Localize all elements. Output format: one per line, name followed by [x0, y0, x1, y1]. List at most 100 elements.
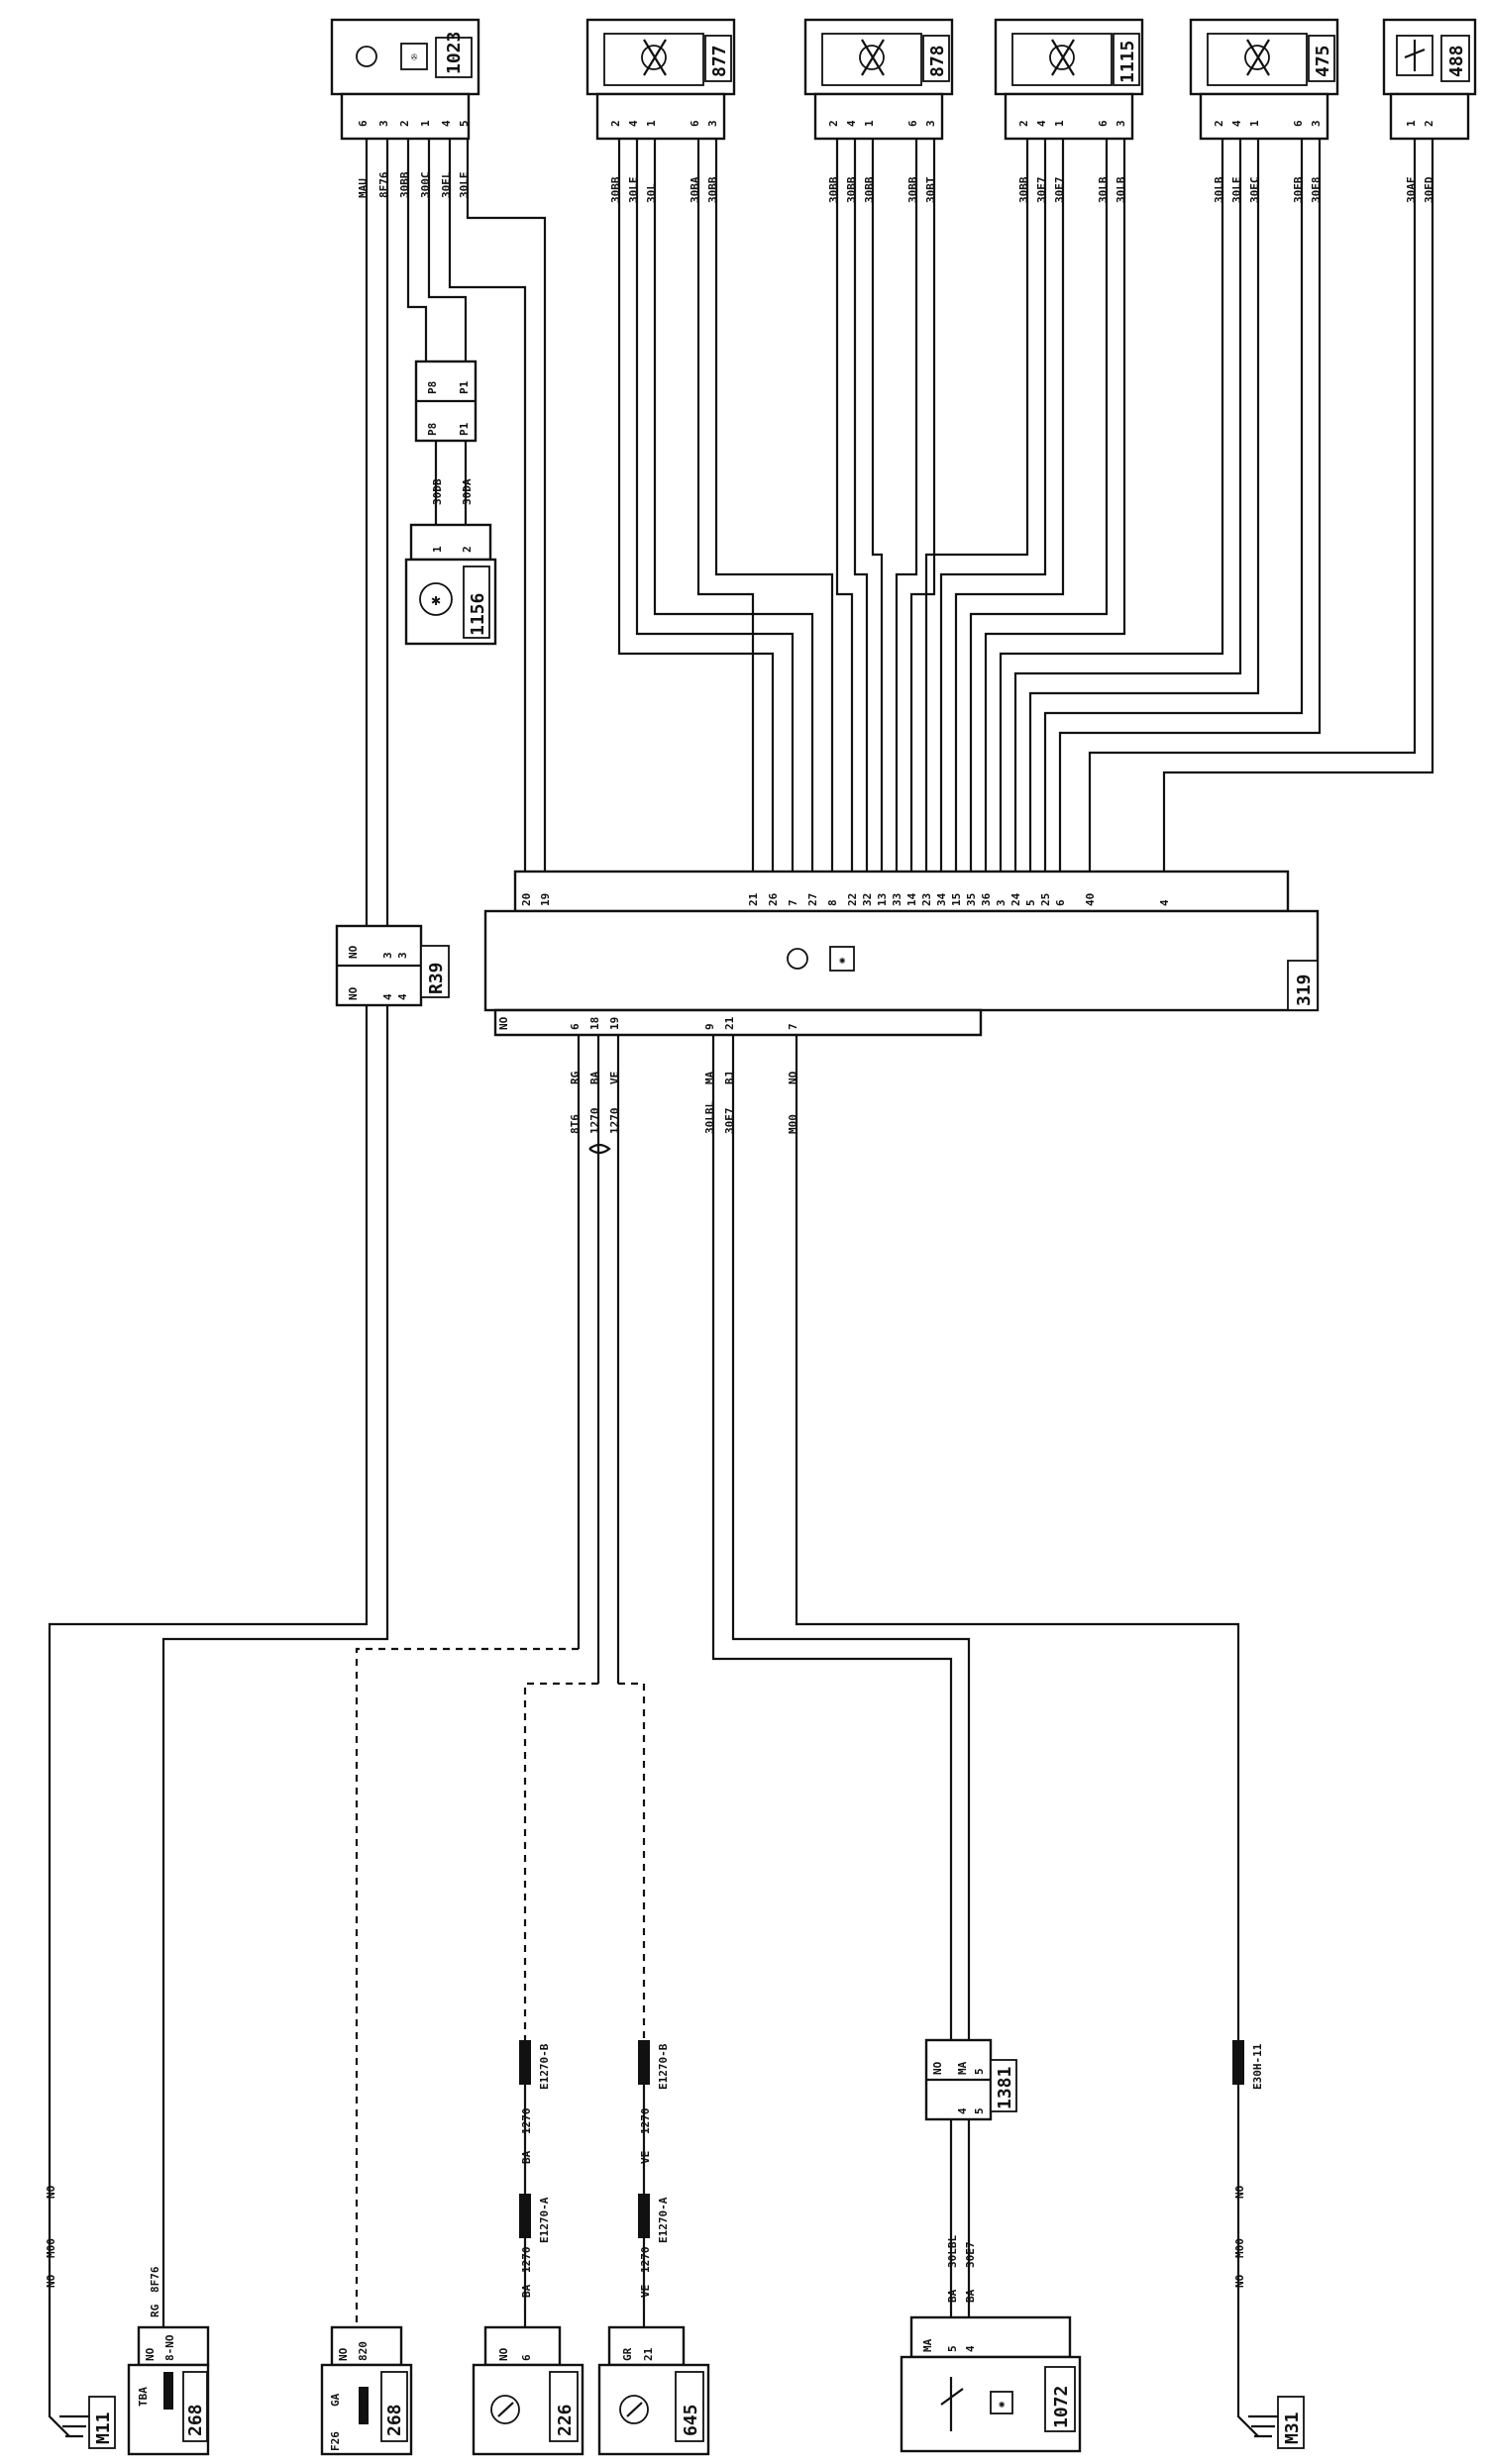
pin-label: 6	[357, 120, 370, 127]
svg-text:BA: BA	[520, 2150, 533, 2164]
svg-text:3: 3	[995, 899, 1008, 906]
fan-icon: ✱	[431, 590, 441, 609]
svg-text:8-NO: 8-NO	[163, 2334, 176, 2361]
sun-icon: ✺	[999, 2398, 1006, 2411]
pin-label: 3	[377, 120, 390, 127]
wires-top	[365, 139, 1434, 926]
svg-text:2: 2	[827, 120, 840, 127]
svg-text:2: 2	[461, 546, 474, 553]
connector-1381: NO MA 5 4 5 1381	[924, 2038, 1017, 2121]
svg-text:4: 4	[1230, 120, 1243, 127]
svg-text:4: 4	[627, 120, 640, 127]
svg-text:E1270-A: E1270-A	[538, 2197, 551, 2243]
svg-text:6: 6	[906, 120, 919, 127]
svg-text:4: 4	[1158, 899, 1171, 906]
svg-text:32: 32	[861, 893, 874, 906]
svg-text:BA: BA	[520, 2284, 533, 2298]
svg-text:2: 2	[609, 120, 622, 127]
svg-text:5: 5	[973, 2068, 986, 2075]
svg-text:NO: NO	[144, 2347, 157, 2361]
ecu-top-pins: 20 19 21 26 7 27 8 22 32 13 33 14 23 34 …	[520, 892, 1171, 906]
ground-m31: NO M00 M31	[1233, 2238, 1305, 2449]
svg-text:2: 2	[1017, 120, 1030, 127]
svg-text:F26: F26	[329, 2431, 342, 2451]
fan-icon: ✇	[411, 51, 418, 63]
svg-text:1270: 1270	[639, 2108, 652, 2135]
pin-label: 4	[440, 120, 453, 127]
ground-m11: NO M00 M11	[45, 2238, 116, 2449]
svg-text:20: 20	[520, 893, 533, 906]
svg-text:M00: M00	[1233, 2238, 1246, 2258]
svg-text:TBA: TBA	[137, 2387, 150, 2407]
svg-text:P1: P1	[458, 422, 471, 436]
svg-text:19: 19	[608, 1017, 621, 1030]
svg-text:NO: NO	[45, 2185, 57, 2199]
component-877: 877	[585, 18, 736, 141]
splices: E1270-B E1270-A E1270-B E1270-A E30H-11	[519, 2040, 1264, 2243]
component-1156: 1 2 ✱ 1156	[404, 523, 497, 646]
component-488-id: 488	[1446, 45, 1467, 77]
svg-text:1270: 1270	[520, 2108, 533, 2135]
svg-text:319: 319	[1294, 974, 1315, 1006]
svg-text:M00: M00	[45, 2238, 57, 2258]
svg-text:4: 4	[1035, 120, 1048, 127]
svg-text:NO: NO	[337, 2347, 350, 2361]
svg-text:1270: 1270	[639, 2247, 652, 2274]
svg-text:NO: NO	[347, 945, 360, 959]
svg-text:22: 22	[846, 893, 859, 906]
svg-text:4: 4	[396, 993, 409, 1000]
svg-text:M31: M31	[1282, 2412, 1303, 2444]
component-226: NO 6 226	[472, 2317, 584, 2456]
svg-text:4: 4	[381, 993, 394, 1000]
svg-text:P1: P1	[458, 380, 471, 394]
svg-text:14: 14	[905, 892, 918, 906]
svg-text:1: 1	[431, 546, 444, 553]
svg-text:RG: RG	[149, 2304, 161, 2317]
svg-text:21: 21	[642, 2347, 655, 2361]
svg-text:5: 5	[946, 2345, 959, 2352]
svg-text:36: 36	[980, 892, 993, 906]
svg-text:34: 34	[935, 892, 948, 906]
connector-r39: NO 3 3 NO 4 4 R39	[335, 924, 450, 1007]
svg-text:P8: P8	[426, 381, 439, 394]
svg-text:8F76: 8F76	[149, 2266, 161, 2293]
pin-label: 1	[419, 120, 432, 127]
svg-text:27: 27	[806, 893, 819, 906]
svg-text:9: 9	[703, 1023, 716, 1030]
component-877-id: 877	[709, 45, 730, 77]
svg-text:4: 4	[845, 120, 858, 127]
ecu-319: ✺ 319	[483, 870, 1320, 1037]
svg-text:NO: NO	[931, 2061, 944, 2075]
svg-text:NO: NO	[45, 2274, 57, 2288]
svg-text:1270: 1270	[520, 2247, 533, 2274]
svg-text:226: 226	[555, 2404, 576, 2436]
svg-text:E1270-B: E1270-B	[657, 2043, 670, 2090]
wires-bottom	[48, 1005, 1240, 2327]
svg-text:40: 40	[1084, 893, 1097, 906]
component-645: GR 21 645	[597, 2317, 710, 2456]
svg-text:GA: GA	[329, 2393, 342, 2407]
svg-text:1: 1	[1053, 120, 1066, 127]
svg-text:1: 1	[1405, 120, 1418, 127]
svg-text:268: 268	[384, 2404, 405, 2436]
svg-text:NO: NO	[497, 2347, 510, 2361]
component-475: 475	[1189, 18, 1339, 141]
svg-text:15: 15	[950, 893, 963, 906]
svg-text:7: 7	[787, 899, 799, 906]
svg-text:4: 4	[964, 2345, 977, 2352]
svg-text:BA: BA	[964, 2289, 977, 2303]
svg-text:30DB: 30DB	[431, 478, 444, 505]
svg-text:5: 5	[973, 2107, 986, 2114]
svg-text:1: 1	[645, 120, 658, 127]
svg-text:35: 35	[965, 893, 978, 906]
svg-text:2: 2	[1213, 120, 1225, 127]
svg-text:1: 1	[1248, 120, 1261, 127]
top-pin-labels: 2 4 1 6 3 2 4 1 6 3 2 4 1 6 3 2 4 1 6 3 …	[609, 120, 1435, 127]
svg-text:1: 1	[863, 120, 876, 127]
svg-text:2: 2	[1423, 120, 1435, 127]
svg-text:30DA: 30DA	[461, 478, 474, 505]
svg-text:3: 3	[924, 120, 937, 127]
svg-text:1156: 1156	[468, 593, 488, 636]
svg-text:NO: NO	[497, 1016, 510, 1030]
